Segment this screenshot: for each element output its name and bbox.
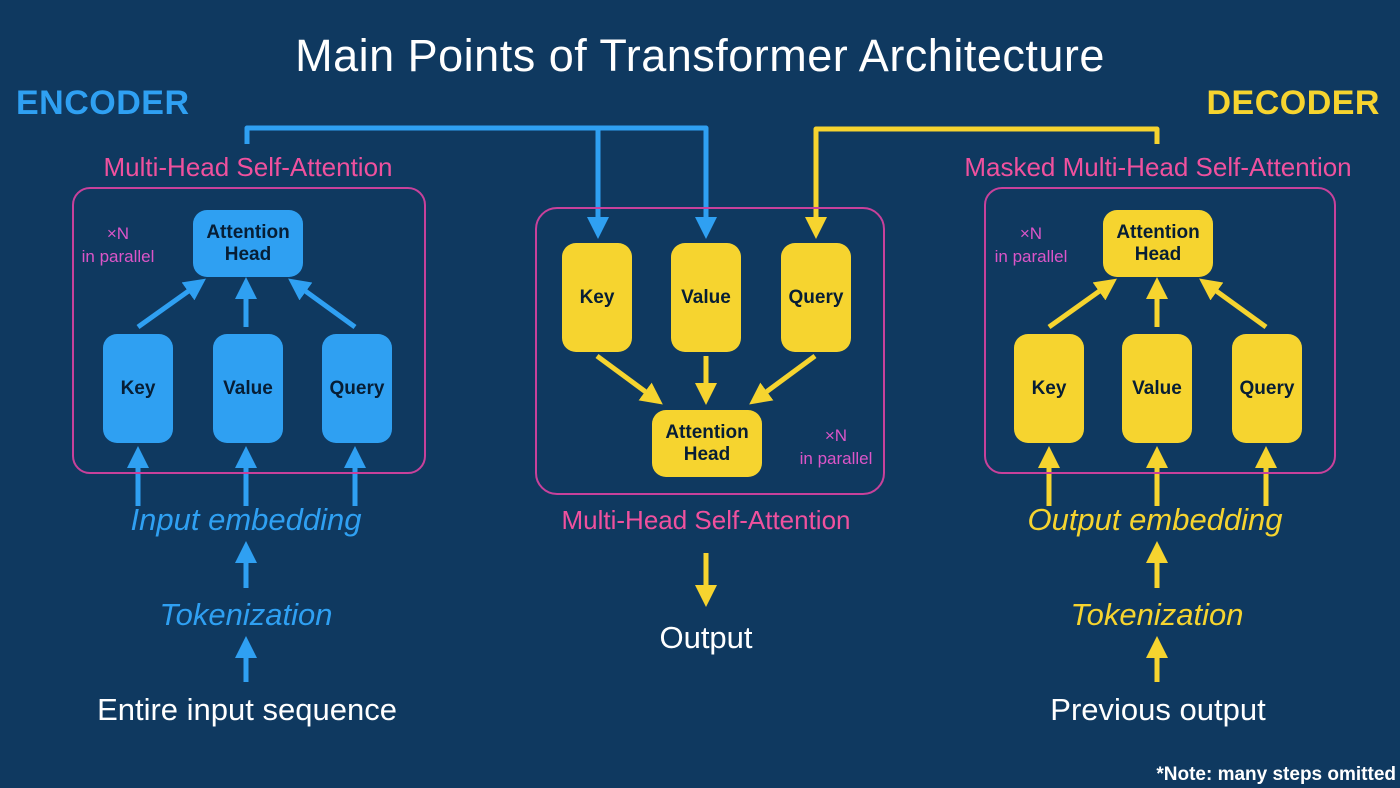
- decoder-xn-label: ×N in parallel: [995, 222, 1068, 268]
- middle-block-label: Multi-Head Self-Attention: [561, 505, 851, 535]
- decoder-attention-head-box: Attention Head: [1103, 210, 1213, 277]
- middle-query-to-attention-arrow: [749, 353, 817, 405]
- middle-frame: [535, 207, 885, 495]
- encoder-key-to-attention-arrow: [136, 278, 206, 330]
- encoder-heading: ENCODER: [16, 84, 190, 122]
- encoder-to-middle-value-connector: [244, 125, 718, 240]
- middle-value-box: Value: [671, 243, 741, 352]
- decoder-xn-text: ×N: [1019, 224, 1043, 243]
- encoder-frame: [72, 187, 426, 474]
- decoder-heading: DECODER: [1206, 84, 1380, 122]
- decoder-query-box: Query: [1232, 334, 1302, 443]
- middle-key-to-attention-arrow: [595, 353, 663, 405]
- encoder-xn-label: ×N in parallel: [82, 222, 155, 268]
- encoder-tokenization-label: Tokenization: [159, 597, 333, 632]
- encoder-value-box: Value: [213, 334, 283, 443]
- encoder-input-embedding-label: Input embedding: [130, 502, 362, 537]
- middle-in-parallel-text: in parallel: [799, 449, 873, 468]
- middle-xn-text: ×N: [824, 426, 848, 445]
- encoder-query-box: Query: [322, 334, 392, 443]
- middle-attention-head-box: Attention Head: [652, 410, 762, 477]
- decoder-source-label: Previous output: [1050, 692, 1266, 727]
- middle-output-label: Output: [659, 620, 753, 655]
- decoder-in-parallel-text: in parallel: [994, 247, 1068, 266]
- page-title: Main Points of Transformer Architecture: [295, 30, 1105, 81]
- encoder-in-parallel-text: in parallel: [81, 247, 155, 266]
- middle-key-box: Key: [562, 243, 632, 352]
- decoder-query-to-attention-arrow: [1199, 278, 1268, 330]
- decoder-key-to-attention-arrow: [1047, 278, 1117, 330]
- decoder-key-box: Key: [1014, 334, 1084, 443]
- encoder-xn-text: ×N: [106, 224, 130, 243]
- encoder-key-box: Key: [103, 334, 173, 443]
- decoder-frame: [984, 187, 1336, 474]
- decoder-value-box: Value: [1122, 334, 1192, 443]
- decoder-tokenization-label: Tokenization: [1070, 597, 1244, 632]
- decoder-output-embedding-label: Output embedding: [1027, 502, 1283, 537]
- footnote: *Note: many steps omitted: [1156, 764, 1396, 785]
- encoder-source-label: Entire input sequence: [97, 692, 397, 727]
- encoder-query-to-attention-arrow: [288, 278, 357, 330]
- encoder-attention-head-box: Attention Head: [193, 210, 303, 277]
- encoder-block-label: Multi-Head Self-Attention: [103, 152, 393, 182]
- middle-query-box: Query: [781, 243, 851, 352]
- decoder-block-label: Masked Multi-Head Self-Attention: [964, 152, 1352, 182]
- middle-xn-label: ×N in parallel: [800, 424, 873, 470]
- decoder-to-middle-query-connector: [804, 126, 1160, 240]
